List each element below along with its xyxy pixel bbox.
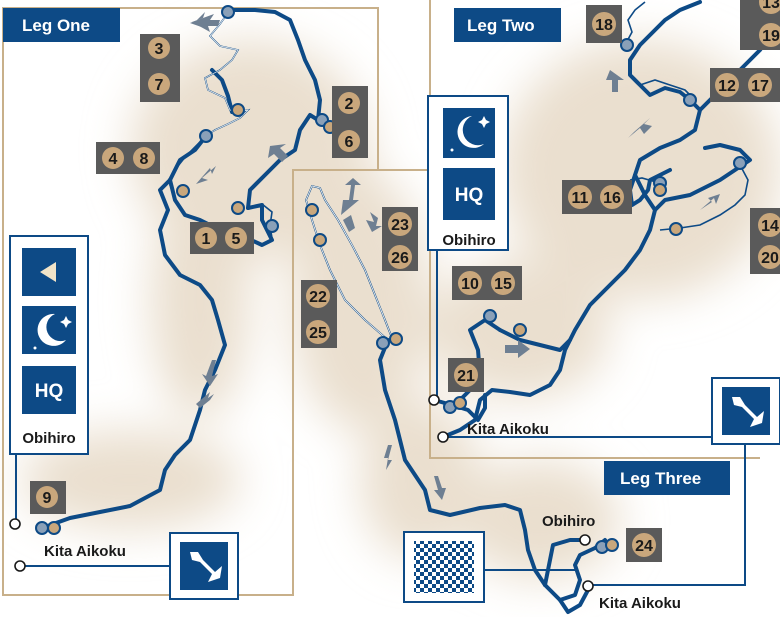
stage-number: 17: [751, 78, 769, 95]
stage-number: 14: [761, 218, 779, 235]
leg-one-title-box: Leg One: [3, 8, 120, 42]
leg-two-wrench-box: [711, 377, 780, 445]
stage-number: 10: [461, 276, 479, 293]
stage-number: 2: [345, 96, 354, 113]
place-kita-aikoku: Kita Aikoku: [467, 421, 549, 438]
leg-two-service-panel: HQ Obihiro: [427, 95, 509, 251]
stage-number: 18: [595, 17, 613, 34]
stage-number: 3: [155, 41, 164, 58]
stage-number: 20: [761, 250, 779, 267]
place-kita-aikoku: Kita Aikoku: [44, 543, 126, 560]
leg-three-stage-road-highlight: [305, 185, 393, 341]
leg-one-stage-road-highlight: [204, 9, 250, 137]
stage-number: 13: [762, 0, 780, 12]
leg-one-wrench-box: [169, 532, 239, 600]
leg-three-title-box: Leg Three: [604, 461, 730, 495]
service-location: Obihiro: [442, 232, 495, 249]
waypoints: [35, 5, 747, 554]
stage-number: 21: [457, 368, 475, 385]
leg-three-finish-box: [403, 531, 485, 603]
hq-label: HQ: [35, 381, 64, 402]
stage-number: 5: [232, 231, 241, 248]
service-connectors: [15, 245, 746, 586]
direction-arrows: [190, 12, 720, 500]
leg-two-stage-road: [624, 1, 749, 231]
play-left-icon: [40, 262, 56, 282]
start-points: [9, 394, 594, 592]
wrench-icon: [190, 552, 222, 582]
moon-icon: [33, 313, 72, 350]
leg-one-title: Leg One: [22, 16, 90, 35]
leg-two-title-box: Leg Two: [454, 8, 561, 42]
stage-number: 15: [494, 276, 512, 293]
stage-number: 4: [109, 151, 118, 168]
stage-number: 16: [603, 190, 621, 207]
stage-number: 1: [202, 231, 211, 248]
checkered-flag-icon: [414, 541, 474, 593]
stage-number: 9: [43, 490, 52, 507]
stage-number: 25: [309, 325, 327, 342]
place-kita-aikoku: Kita Aikoku: [599, 595, 681, 612]
stage-number: 24: [635, 538, 653, 555]
leg-two-title: Leg Two: [467, 16, 535, 35]
hq-label: HQ: [455, 185, 484, 206]
service-location: Obihiro: [22, 430, 75, 447]
stage-number: 11: [572, 190, 589, 207]
stage-badges: 3 7 4 8 2 6 1 5 9 23 26 22 25 24 18 13 1…: [30, 0, 780, 562]
stage-number: 6: [345, 134, 354, 151]
place-obihiro: Obihiro: [542, 513, 595, 530]
stage-number: 23: [391, 217, 409, 234]
stage-number: 19: [762, 28, 780, 45]
moon-icon: [450, 116, 490, 152]
wrench-icon: [732, 397, 764, 427]
stage-number: 26: [391, 250, 409, 267]
stage-number: 7: [155, 77, 164, 94]
leg-three-route: [378, 338, 607, 614]
stage-number: 8: [140, 151, 149, 168]
leg-three-title: Leg Three: [620, 469, 701, 488]
stage-number: 12: [718, 78, 736, 95]
leg-one-service-panel: HQ Obihiro: [9, 235, 89, 455]
terrain-shading: [20, 40, 780, 580]
stage-number: 22: [309, 289, 327, 306]
